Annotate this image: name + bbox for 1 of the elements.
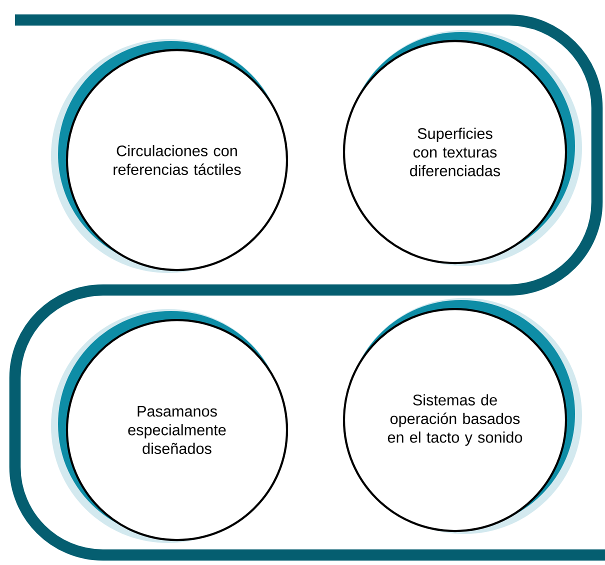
node-label: Pasamanos especialmente diseñados xyxy=(128,406,226,454)
